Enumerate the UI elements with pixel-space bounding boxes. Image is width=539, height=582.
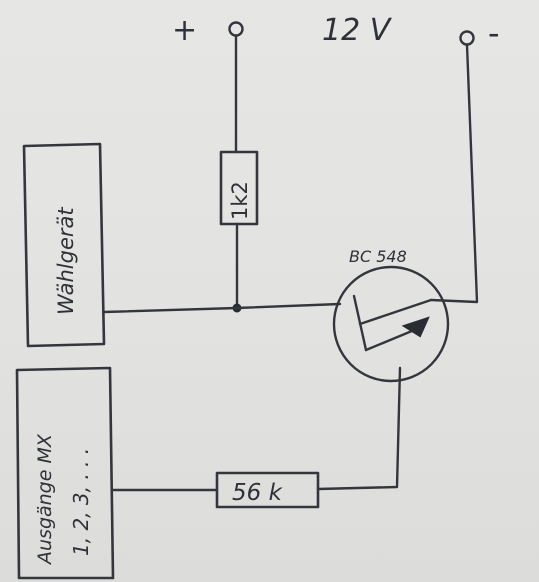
- voltage-label: 12 V: [322, 13, 393, 48]
- device-box-top: [22, 142, 106, 348]
- collector-resistor: [219, 150, 259, 226]
- collector-resistor-label: 1k2: [228, 181, 252, 220]
- device-top-label: Wählgerät: [54, 207, 78, 315]
- minus-terminal: [459, 30, 475, 46]
- transistor-collector: [358, 298, 433, 326]
- transistor-label: BC 548: [349, 247, 407, 266]
- transistor-circle: [332, 265, 450, 383]
- junction-wire: [102, 302, 342, 314]
- base-resistor-label: 56 k: [232, 480, 284, 506]
- emitter-wire: [316, 366, 402, 491]
- device-bottom-label-line2: 1, 2, 3, . . .: [69, 448, 93, 556]
- minus-rail-wire: [429, 43, 479, 304]
- emitter-arrow: [401, 316, 430, 338]
- minus-label: -: [488, 14, 500, 52]
- plus-label: +: [172, 13, 197, 48]
- plus-terminal: [228, 21, 244, 37]
- device-box-bottom: [15, 366, 115, 580]
- device-bottom-label-line1: Ausgänge MX: [34, 433, 56, 566]
